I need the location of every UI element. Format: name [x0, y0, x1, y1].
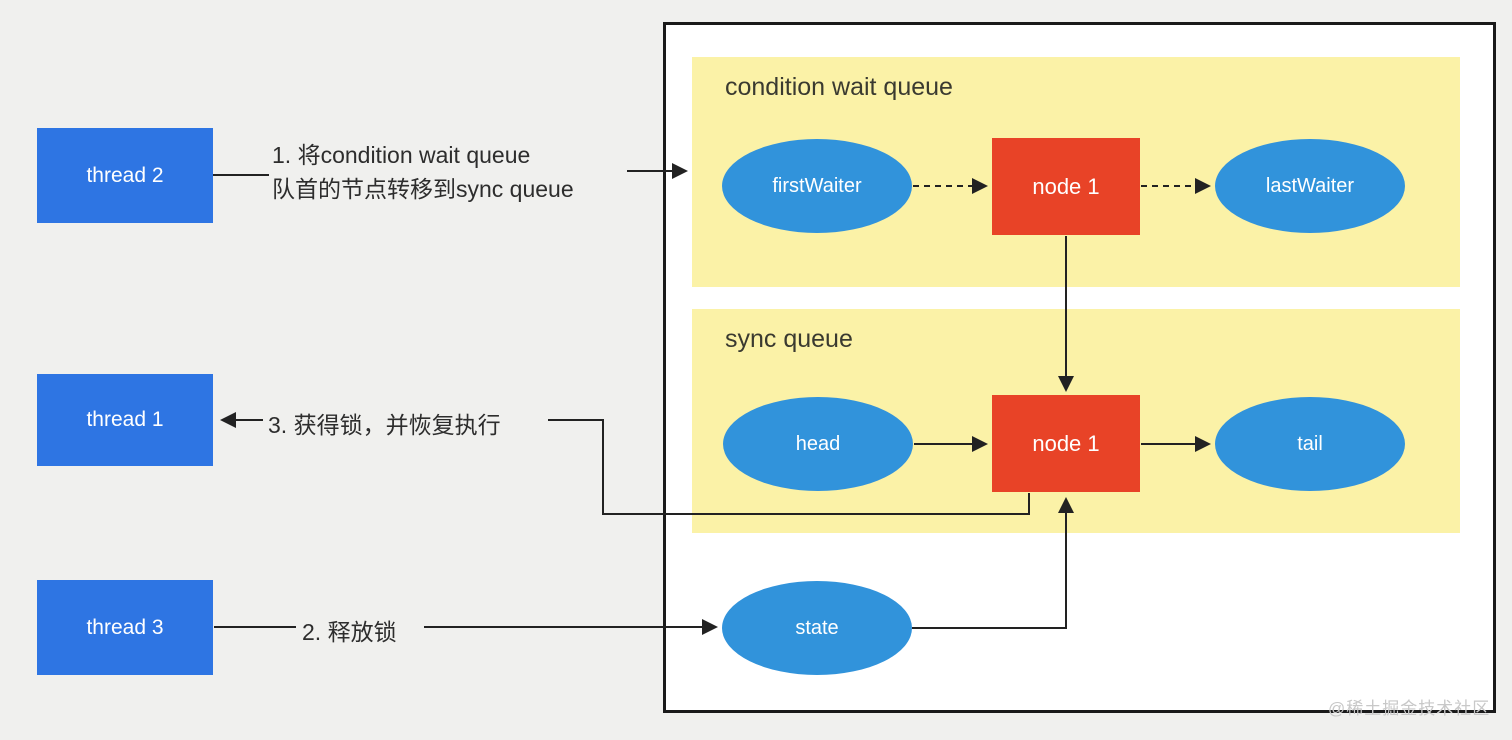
sync-queue-title: sync queue [725, 325, 853, 353]
head-label: head [795, 432, 841, 455]
state-ellipse: state [722, 581, 912, 675]
condition-queue-node1-box: node 1 [992, 138, 1140, 235]
state-label: state [795, 616, 839, 639]
annotation-step1-line2: 队首的节点转移到sync queue [272, 176, 574, 202]
annotation-step3: 3. 获得锁，并恢复执行 [268, 412, 501, 438]
watermark: @稀土掘金技术社区 [1328, 699, 1491, 718]
thread-3-box: thread 3 [37, 580, 213, 675]
thread-1-label: thread 1 [86, 408, 164, 431]
annotation-step1-line1: 1. 将condition wait queue [272, 142, 531, 168]
last-waiter-ellipse: lastWaiter [1215, 139, 1405, 233]
annotation-step2: 2. 释放锁 [302, 619, 397, 645]
thread-1-box: thread 1 [37, 374, 213, 466]
condition-node1-label: node 1 [1032, 173, 1100, 199]
sync-queue-node1-box: node 1 [992, 395, 1140, 492]
annotation-step1: 1. 将condition wait queue 队首的节点转移到sync qu… [272, 138, 574, 206]
first-waiter-ellipse: firstWaiter [722, 139, 912, 233]
last-waiter-label: lastWaiter [1265, 174, 1355, 197]
condition-wait-queue-title: condition wait queue [725, 73, 953, 101]
thread-3-label: thread 3 [86, 615, 164, 639]
thread-2-box: thread 2 [37, 128, 213, 223]
thread-2-label: thread 2 [86, 163, 164, 187]
tail-ellipse: tail [1215, 397, 1405, 491]
head-ellipse: head [723, 397, 913, 491]
sync-node1-label: node 1 [1032, 430, 1100, 456]
first-waiter-label: firstWaiter [772, 174, 862, 197]
tail-label: tail [1297, 432, 1323, 455]
